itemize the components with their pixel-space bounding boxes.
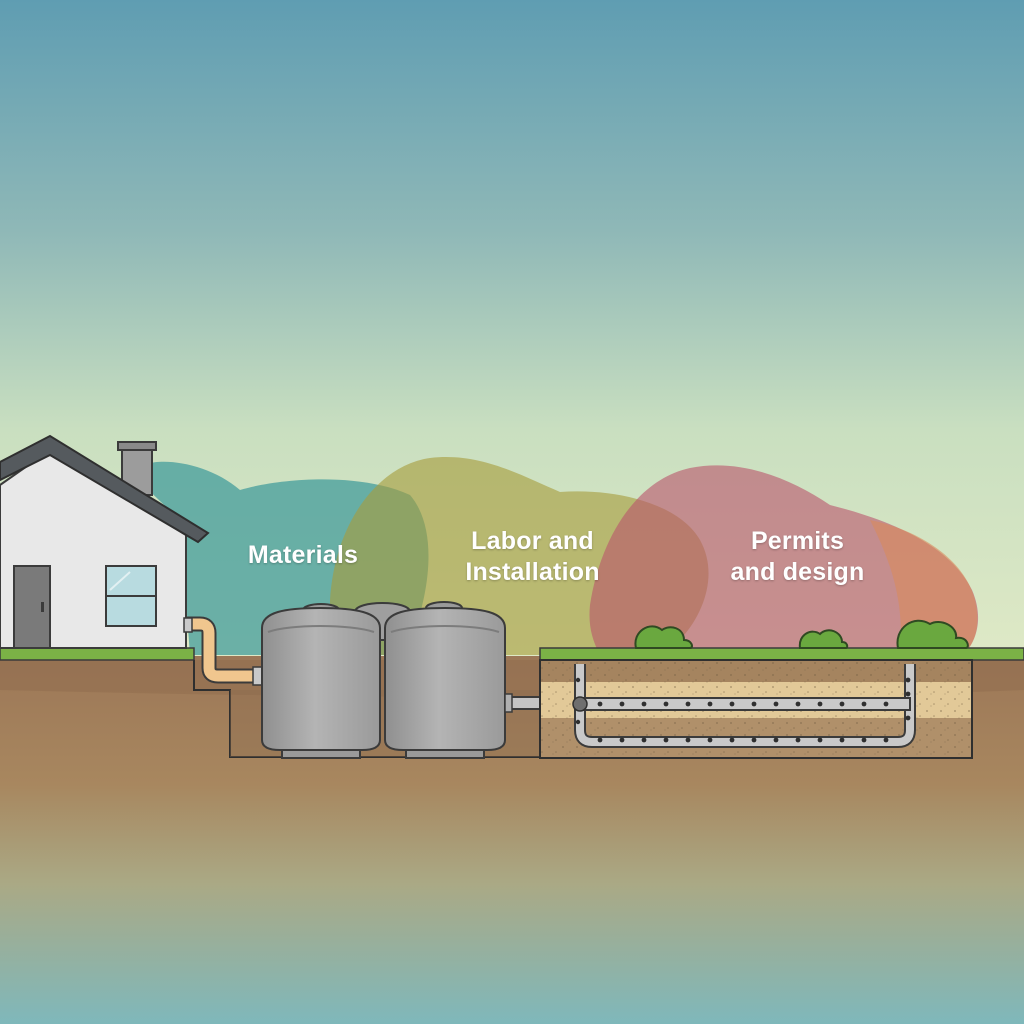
permits-blob-accent — [870, 520, 978, 655]
materials-label: Materials — [247, 541, 359, 569]
labor-installation-label: Labor and Installation — [465, 527, 600, 586]
pipe-icon — [183, 616, 263, 686]
cost-blobs — [135, 457, 979, 655]
grass-left — [0, 647, 195, 661]
drain-field — [539, 659, 973, 759]
grass-right — [539, 647, 1024, 661]
permits-blob — [589, 465, 979, 655]
house-door — [13, 565, 51, 649]
septic-tank-icon — [261, 601, 506, 759]
permits-design-label: Permits and design — [730, 527, 865, 586]
house-icon — [0, 434, 210, 649]
shrub-icon — [634, 619, 969, 649]
